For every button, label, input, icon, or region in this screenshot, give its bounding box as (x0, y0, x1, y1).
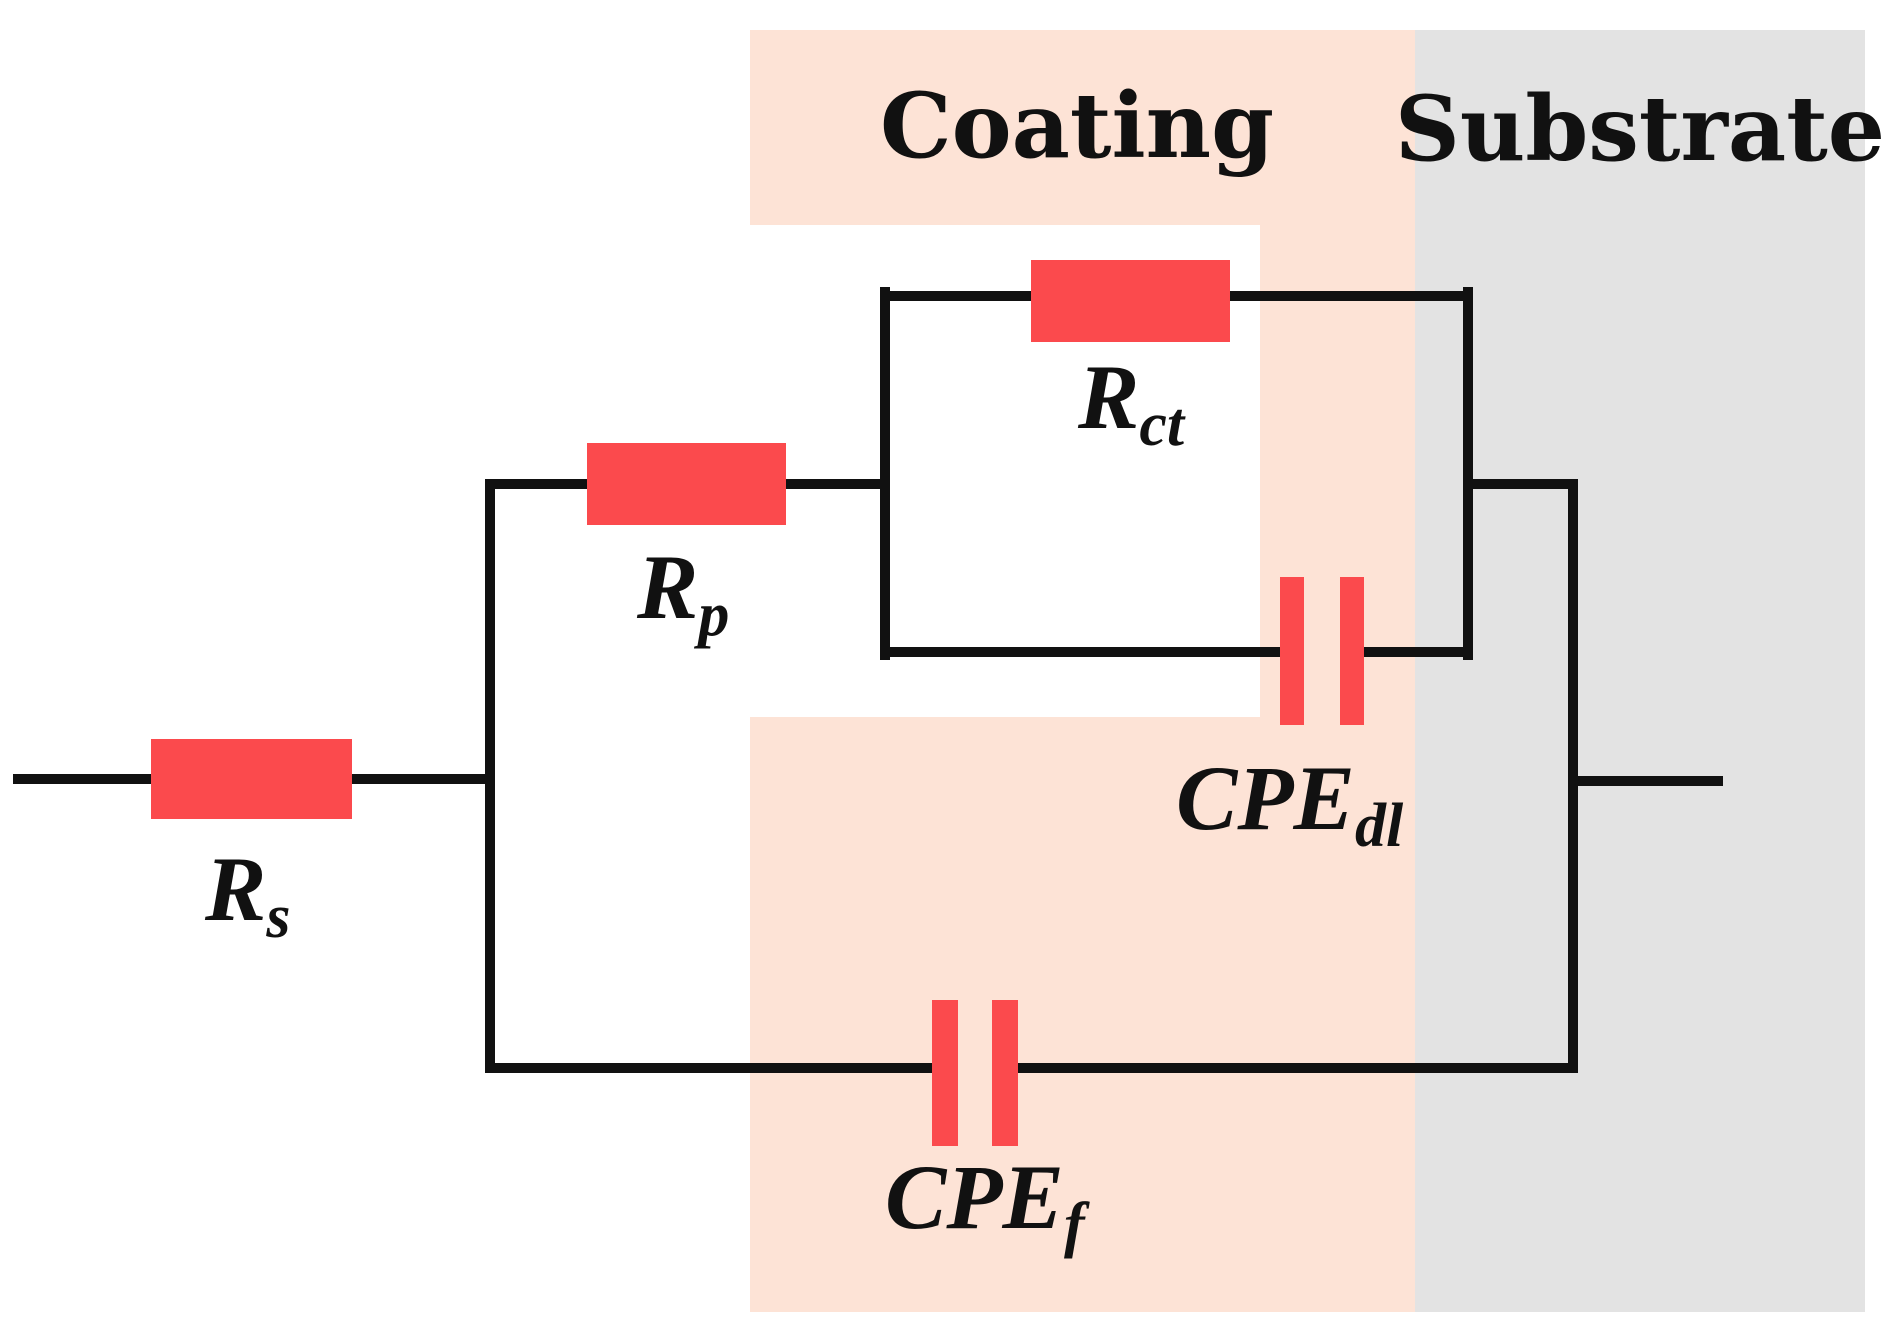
substrate-label: Substrate (1395, 76, 1885, 182)
cpef-symbol: CPE (885, 1146, 1064, 1248)
rs-resistor (151, 739, 352, 819)
cpef-element (932, 1000, 1018, 1146)
cpedl-subscript: dl (1355, 792, 1404, 860)
rp-label: Rp (636, 536, 729, 649)
rp-subscript: p (693, 581, 729, 649)
rs-symbol: R (204, 838, 266, 940)
rp-symbol: R (636, 536, 698, 638)
cpef-plate-left (932, 1000, 958, 1146)
rp-resistor (587, 443, 786, 525)
rct-subscript: ct (1139, 391, 1186, 459)
coating-label: Coating (880, 73, 1274, 179)
substrate-region (1415, 30, 1865, 1312)
coating-region-shape (750, 30, 1415, 1312)
cpedl-label: CPEdl (1176, 747, 1404, 860)
cpef-plate-right (992, 1000, 1018, 1146)
cpedl-plate-right (1340, 577, 1364, 725)
cpef-gap (954, 1056, 994, 1080)
rct-symbol: R (1077, 346, 1139, 448)
cpedl-element (1280, 577, 1364, 725)
cpedl-plate-left (1280, 577, 1304, 725)
rs-subscript: s (265, 883, 290, 951)
coating-region (750, 30, 1415, 1312)
cpedl-symbol: CPE (1176, 747, 1355, 849)
rct-label: Rct (1077, 346, 1186, 459)
rs-label: Rs (204, 838, 291, 951)
rct-resistor (1031, 260, 1230, 342)
cpef-label: CPEf (885, 1146, 1090, 1259)
